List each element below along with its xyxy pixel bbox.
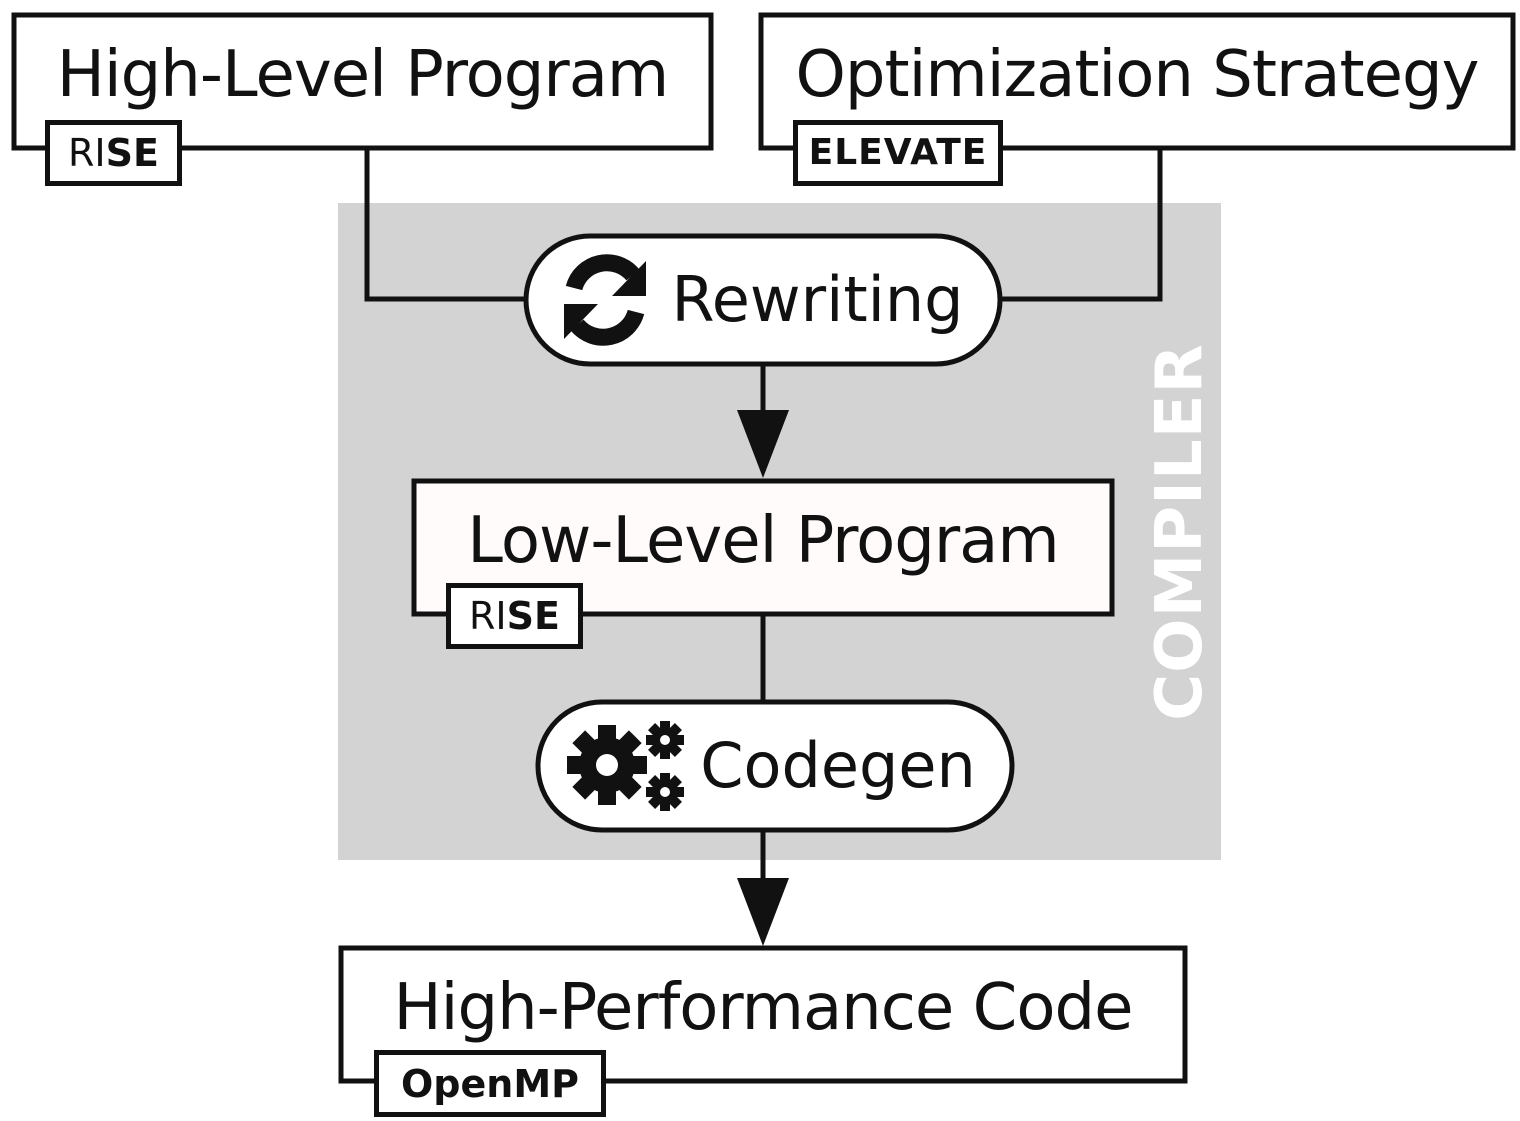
rise-tag-light: RI [469, 594, 507, 638]
connector-strategy-to-rewriting [998, 148, 1163, 302]
high-performance-code-title: High-Performance Code [393, 971, 1134, 1045]
arrowhead-to-output [737, 878, 789, 946]
compiler-label-text: COMPILER [1143, 343, 1217, 721]
rewriting-label: Rewriting [671, 263, 964, 336]
cogs-icon [567, 721, 684, 811]
codegen-label: Codegen [700, 729, 976, 802]
arrowhead-to-lowlevel [737, 410, 789, 478]
sync-icon-arrows [564, 261, 646, 339]
connectors [364, 148, 1163, 888]
rise-tag-bold: SE [105, 131, 159, 175]
high-level-program-box [11, 12, 714, 151]
high-level-program-title: High-Level Program [56, 38, 670, 112]
optimization-strategy-title: Optimization Strategy [795, 38, 1480, 112]
rise-tag-bold: SE [506, 594, 560, 638]
openmp-tag: OpenMP [374, 1050, 606, 1117]
sync-icon [565, 254, 645, 346]
elevate-tag: ELEVATE [793, 120, 1003, 186]
low-level-program-title: Low-Level Program [467, 504, 1059, 578]
rise-tag-light: RI [68, 131, 106, 175]
connector-program-to-rewriting [364, 148, 528, 302]
